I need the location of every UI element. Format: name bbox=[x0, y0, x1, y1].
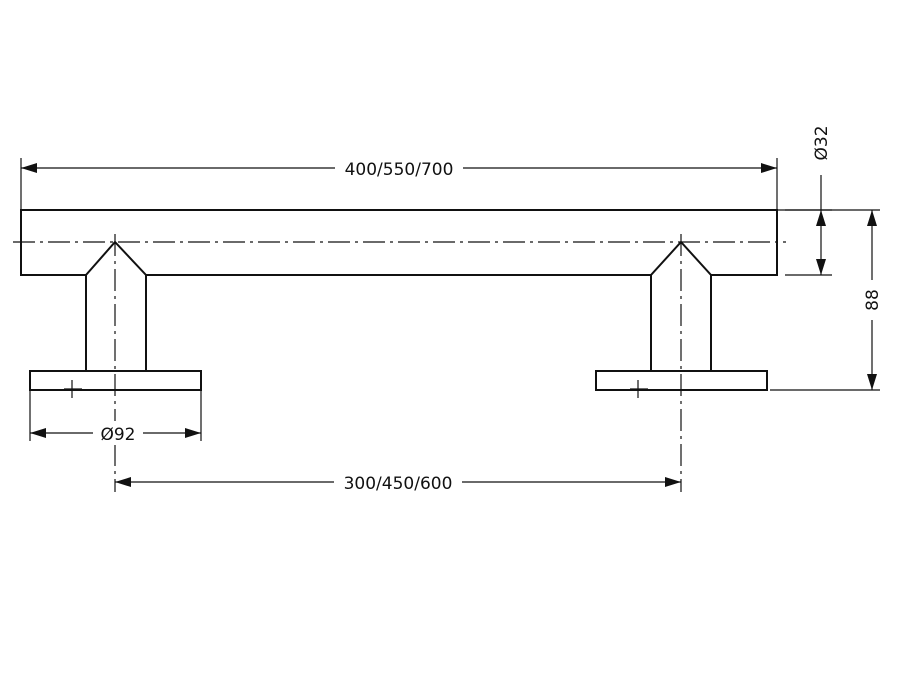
grab-bar-tube bbox=[20, 209, 778, 276]
projection-dimension: 88 bbox=[770, 209, 884, 391]
tube-diameter-dimension: Ø32 bbox=[777, 125, 832, 276]
flange-diameter-dimension: Ø92 bbox=[29, 390, 202, 445]
tube-diameter-label: Ø32 bbox=[812, 125, 832, 160]
centers-label: 300/450/600 bbox=[344, 474, 453, 494]
projection-label: 88 bbox=[863, 289, 883, 311]
centers-dimension: 300/450/600 bbox=[115, 470, 681, 494]
overall-length-label: 400/550/700 bbox=[345, 160, 454, 180]
flange-diameter-label: Ø92 bbox=[100, 425, 135, 445]
overall-length-dimension: 400/550/700 bbox=[20, 156, 778, 275]
